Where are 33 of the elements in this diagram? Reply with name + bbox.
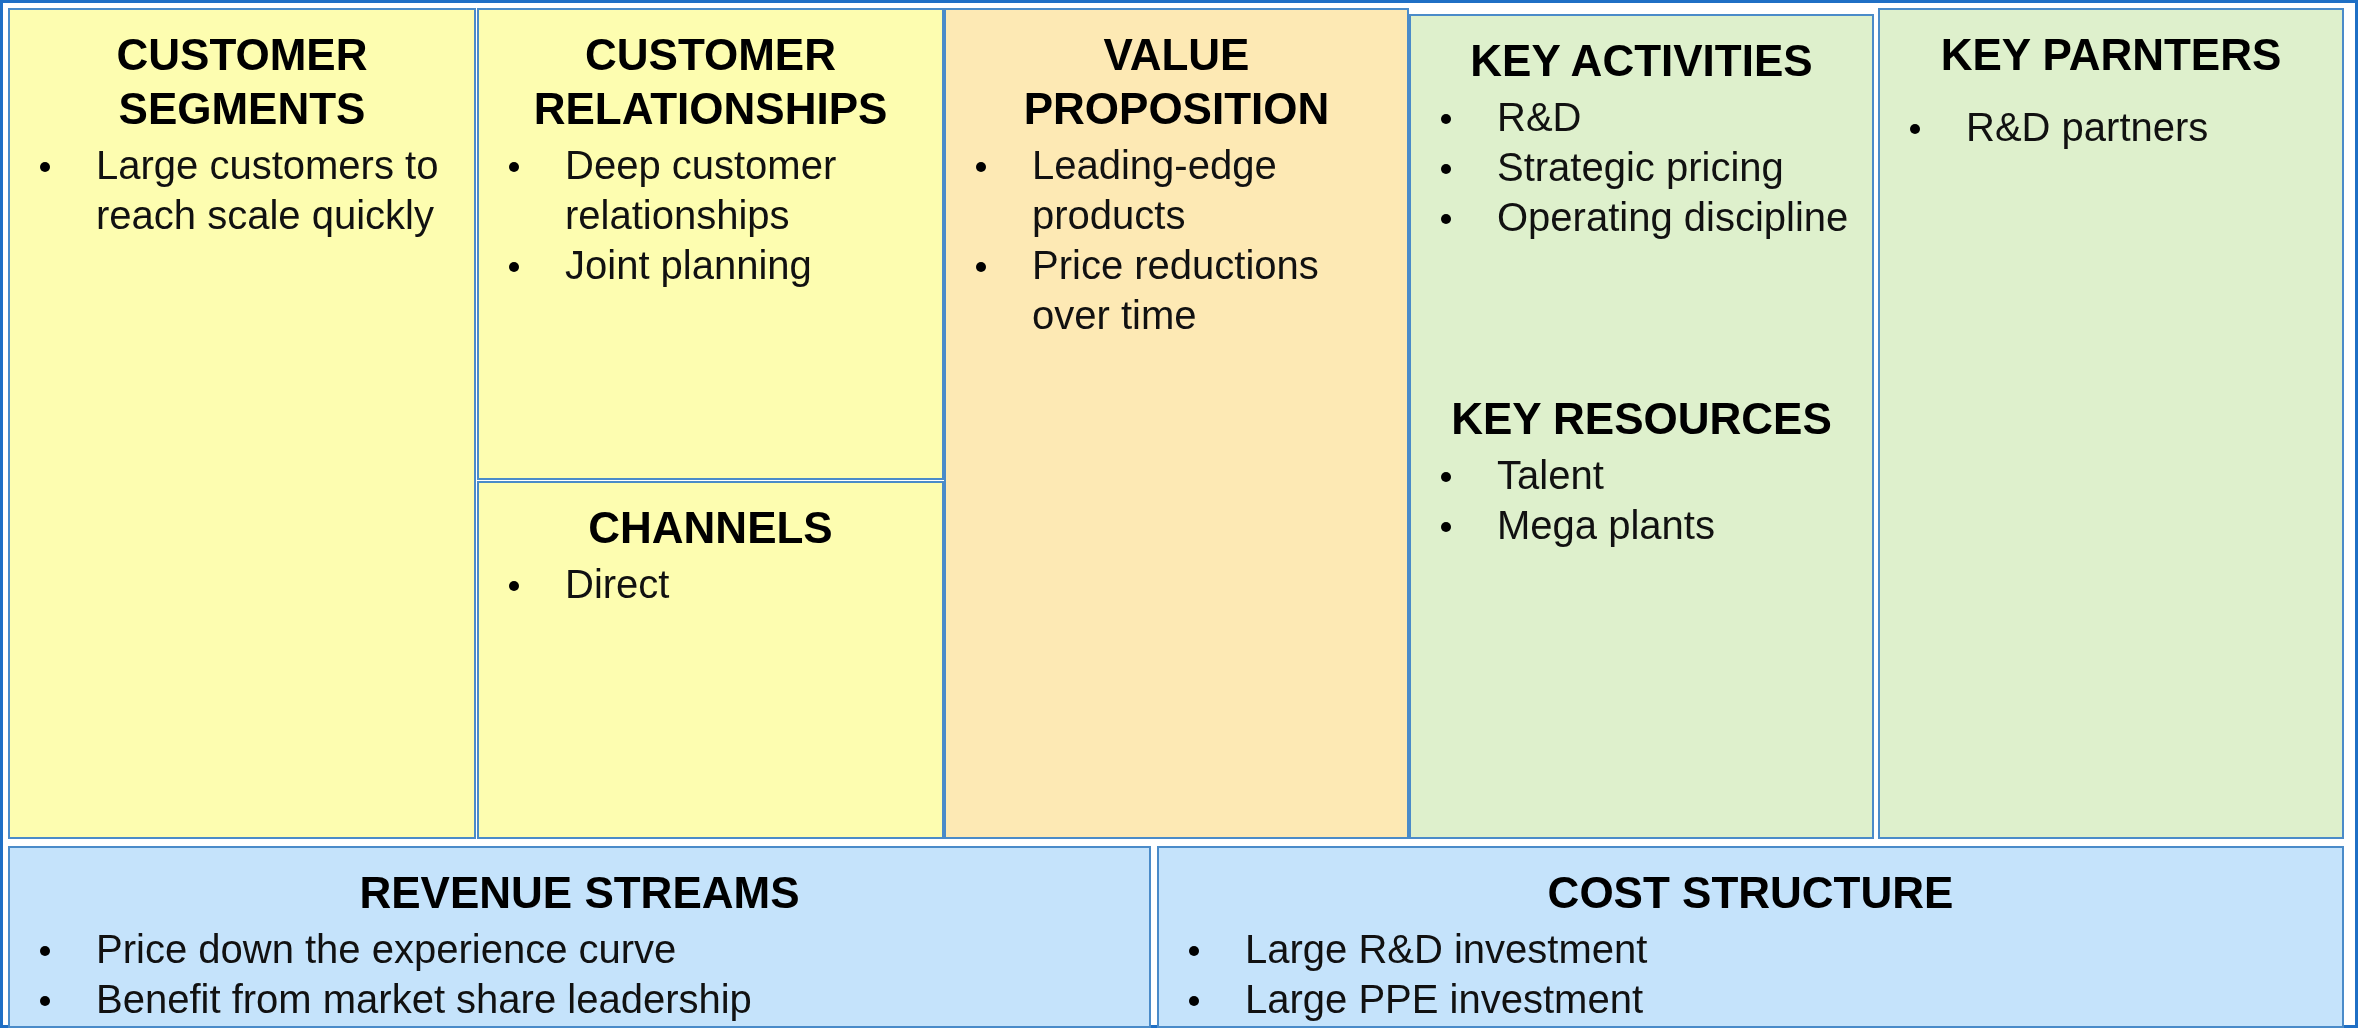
canvas-panel <box>477 8 944 480</box>
bullet-text: R&D <box>1497 94 1582 141</box>
bullet-text: Large R&D investment <box>1245 926 1648 973</box>
bullet-text: R&D partners <box>1966 104 2209 151</box>
canvas-panel <box>8 8 476 839</box>
bullet-text: Deep customer relationships <box>565 142 838 239</box>
bullet-text: Mega plants <box>1497 502 1715 549</box>
section-heading: CUSTOMER RELATIONSHIPS <box>532 29 889 135</box>
bullet-text: Talent <box>1497 452 1604 499</box>
bullet-text: Benefit from market share leadership <box>96 976 752 1023</box>
canvas-panel <box>477 481 944 839</box>
bullet-text: Large PPE investment <box>1245 976 1643 1023</box>
canvas-panel <box>1878 8 2344 839</box>
bullet-text: Strategic pricing <box>1497 144 1784 191</box>
section-heading: REVENUE STREAMS <box>359 867 800 919</box>
bullet-text: Joint planning <box>565 242 812 289</box>
bullet-text: Operating discipline <box>1497 194 1849 241</box>
bullet-text: Price down the experience curve <box>96 926 677 973</box>
section-heading: CUSTOMER SEGMENTS <box>115 29 369 135</box>
canvas-panel <box>1157 846 2344 1028</box>
bullet-text: Direct <box>565 561 670 608</box>
bullet-text: Price reductions over time <box>1032 242 1320 339</box>
canvas-panel <box>944 8 1409 839</box>
section-heading: KEY RESOURCES <box>1451 393 1832 445</box>
section-heading: CHANNELS <box>588 502 833 554</box>
section-heading: KEY PARNTERS <box>1940 29 2282 81</box>
canvas-panel <box>1409 14 1874 839</box>
section-heading: COST STRUCTURE <box>1547 867 1954 919</box>
canvas-panel <box>8 846 1151 1028</box>
bullet-text: Leading-edge products <box>1032 142 1278 239</box>
section-heading: VALUE PROPOSITION <box>1022 29 1331 135</box>
bullet-text: Large customers to reach scale quickly <box>96 142 440 239</box>
section-heading: KEY ACTIVITIES <box>1470 35 1813 87</box>
